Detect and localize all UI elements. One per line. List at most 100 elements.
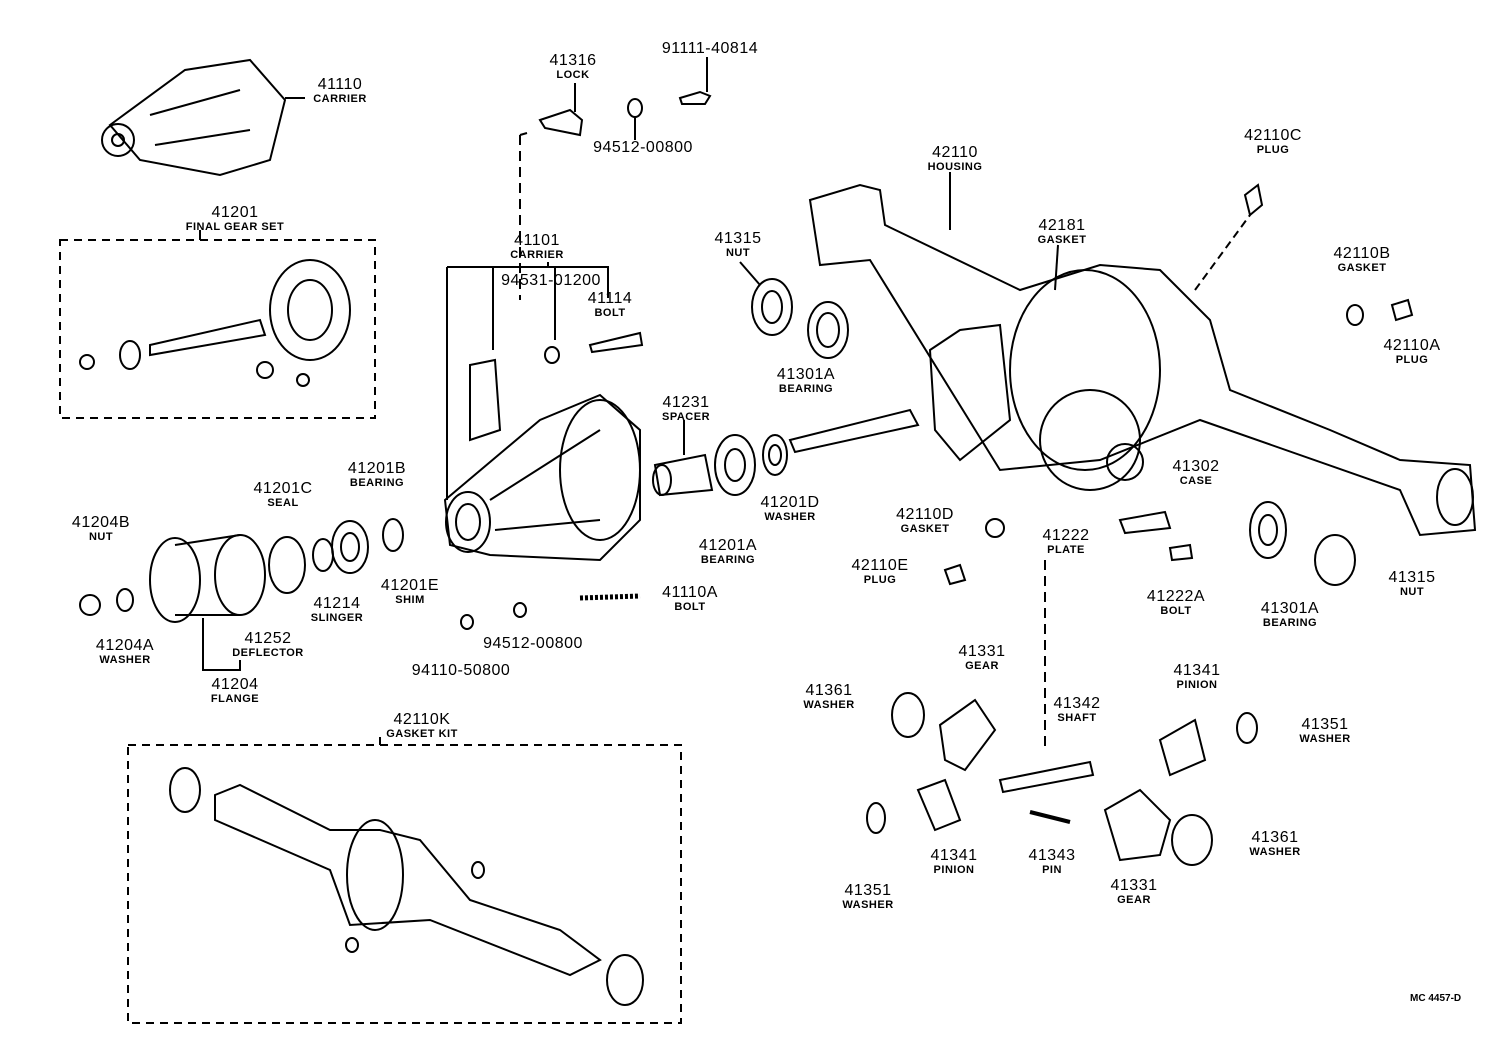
part-name: BEARING <box>1262 617 1318 629</box>
part-number: 94512-00800 <box>593 139 693 156</box>
part-label-94110-50800[interactable]: 94110-50800 <box>412 663 511 679</box>
part-number: 41331 <box>958 643 1006 660</box>
part-name: PLUG <box>863 574 897 586</box>
part-number: 41201E <box>380 577 440 594</box>
part-name: SHIM <box>395 594 425 606</box>
part-name: GASKET KIT <box>386 728 458 740</box>
part-name: CARRIER <box>510 249 564 261</box>
part-number: 41316 <box>549 52 597 69</box>
part-number: 41201B <box>347 460 407 477</box>
part-number: 41301A <box>776 366 836 383</box>
final-gear-set-box <box>59 239 376 419</box>
part-number: 41351 <box>1301 716 1349 733</box>
part-number: 41341 <box>930 847 978 864</box>
axle-housing-drawing <box>808 183 1477 537</box>
part-name: GASKET <box>1037 234 1087 246</box>
part-name: DEFLECTOR <box>232 647 304 659</box>
part-number: 41301A <box>1260 600 1320 617</box>
part-label-94531-01200[interactable]: 94531-01200 <box>501 273 601 289</box>
part-name: SEAL <box>267 497 299 509</box>
part-name: PLUG <box>1256 144 1290 156</box>
part-number: 41110 <box>317 76 363 93</box>
part-name: WASHER <box>764 511 816 523</box>
part-number: 41201 <box>211 204 259 221</box>
part-number: 42110B <box>1333 245 1391 262</box>
flange-drawing <box>79 518 404 623</box>
part-name: WASHER <box>1249 846 1301 858</box>
part-name: CARRIER <box>313 93 367 105</box>
part-name: GASKET <box>900 523 950 535</box>
part-number: 41114 <box>587 290 633 307</box>
part-number: 41222A <box>1146 588 1206 605</box>
part-number: 42110A <box>1383 337 1441 354</box>
part-name: FLANGE <box>210 693 260 705</box>
part-number: 91111-40814 <box>661 40 759 57</box>
part-number: 41201C <box>253 480 313 497</box>
part-label-91111-40814[interactable]: 91111-40814 <box>662 41 758 57</box>
part-number: 41342 <box>1053 695 1101 712</box>
part-name: BOLT <box>1160 605 1192 617</box>
part-name: GEAR <box>1117 894 1151 906</box>
part-number: 41201A <box>698 537 758 554</box>
part-name: CASE <box>1179 475 1213 487</box>
part-name: FINAL GEAR SET <box>185 221 285 233</box>
part-label-94512-00800[interactable]: 94512-00800 <box>593 140 693 156</box>
part-name: WASHER <box>842 899 894 911</box>
part-number: 42110 <box>932 144 978 161</box>
part-name: BEARING <box>778 383 834 395</box>
part-number: 94512-00800 <box>483 635 583 652</box>
part-name: SPACER <box>661 411 711 423</box>
part-name: WASHER <box>1299 733 1351 745</box>
part-name: BOLT <box>594 307 626 319</box>
part-number: 41201D <box>760 494 820 511</box>
carrier-assembly-drawing <box>101 58 305 177</box>
part-number: 94531-01200 <box>501 272 601 289</box>
part-name: BOLT <box>674 601 706 613</box>
part-label-94512-00800-lower[interactable]: 94512-00800 <box>483 636 583 652</box>
part-name: PLATE <box>1047 544 1085 556</box>
